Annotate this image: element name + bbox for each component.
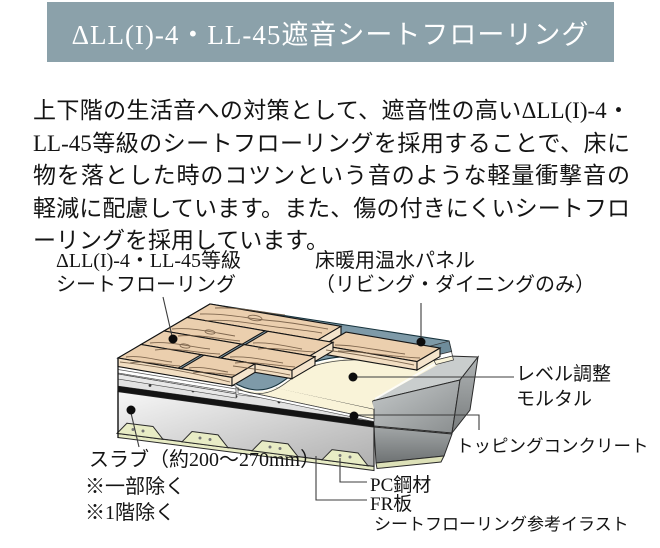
diagram-caption: シートフローリング参考イラスト bbox=[374, 515, 629, 534]
slab-layer bbox=[117, 378, 375, 468]
wood-grain bbox=[119, 307, 421, 383]
callout-dot-flooring bbox=[168, 334, 178, 344]
sheet-underlay-strips bbox=[117, 366, 237, 399]
leader-flooring bbox=[162, 296, 173, 337]
leader-slab bbox=[130, 412, 140, 448]
label-sheet-flooring: ΔLL(I)-4・LL-45等級 シートフローリング bbox=[56, 250, 242, 296]
label-slab: スラブ（約200〜270mm） ※一部除く ※1階除く bbox=[85, 449, 321, 524]
callout-dot-topping bbox=[349, 411, 359, 421]
callout-dot-mortar bbox=[348, 372, 358, 382]
callout-lines bbox=[130, 296, 514, 501]
callout-dot-panel bbox=[416, 337, 426, 347]
label-fr-board: FR板 bbox=[370, 494, 413, 515]
leader-pc bbox=[339, 458, 367, 483]
label-pc-steel: PC鋼材 bbox=[370, 475, 432, 496]
leader-topping bbox=[358, 414, 480, 430]
leader-fr bbox=[315, 456, 367, 501]
page-title: ΔLL(I)-4・LL-45遮音シートフローリング bbox=[71, 19, 590, 50]
label-topping-concrete: トッピングコンクリート bbox=[456, 436, 649, 456]
pc-steel-dots bbox=[131, 428, 352, 459]
header-bar: ΔLL(I)-4・LL-45遮音シートフローリング bbox=[47, 2, 614, 62]
callout-dot-slab bbox=[126, 405, 136, 415]
callout-dots bbox=[126, 334, 426, 421]
label-heating-panel: 床暖用温水パネル （リビング・ダイニングのみ） bbox=[315, 250, 595, 296]
description-paragraph: 上下階の生活音への対策として、遮音性の高いΔLL(I)-4・LL-45等級のシー… bbox=[33, 98, 630, 253]
label-leveling-mortar: レベル調整 モルタル bbox=[516, 364, 612, 410]
